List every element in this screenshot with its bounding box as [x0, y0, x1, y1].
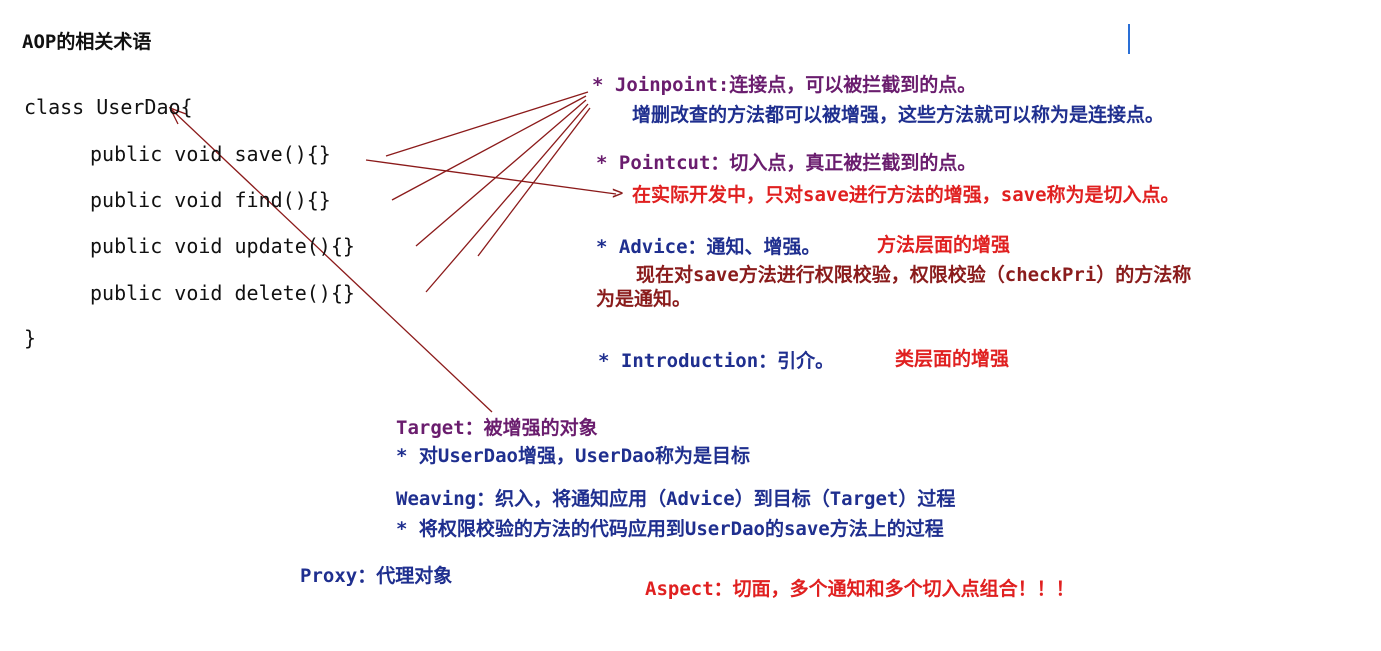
target-note: * 对UserDao增强，UserDao称为是目标	[396, 445, 751, 467]
joinpoint-extra-line	[477, 107, 591, 257]
introduction-term: * Introduction：引介。	[598, 350, 835, 372]
class-close: }	[24, 326, 37, 350]
pointcut-term: * Pointcut：切入点，真正被拦截到的点。	[596, 152, 977, 174]
advice-note-line2: 为是通知。	[596, 288, 692, 310]
save-to-pointcut-line	[365, 159, 617, 195]
weaving-term: Weaving：织入，将通知应用（Advice）到目标（Target）过程	[396, 488, 956, 510]
weaving-note: * 将权限校验的方法的代码应用到UserDao的save方法上的过程	[396, 518, 944, 540]
pointcut-note: 在实际开发中，只对save进行方法的增强，save称为是切入点。	[632, 184, 1180, 206]
advice-label: 方法层面的增强	[877, 234, 1011, 256]
proxy-term: Proxy：代理对象	[300, 565, 453, 587]
method-delete: public void delete(){}	[90, 281, 355, 305]
target-to-userdao-line	[171, 109, 493, 413]
advice-term: * Advice：通知、增强。	[596, 236, 821, 258]
introduction-label: 类层面的增强	[895, 348, 1010, 370]
aspect-term: Aspect：切面，多个通知和多个切入点组合！！！	[645, 578, 1075, 600]
target-term: Target：被增强的对象	[396, 417, 598, 439]
text-cursor-icon	[1128, 24, 1130, 54]
method-find: public void find(){}	[90, 188, 331, 212]
method-update: public void update(){}	[90, 234, 355, 258]
method-save: public void save(){}	[90, 142, 331, 166]
joinpoint-to-update-line	[415, 99, 587, 247]
target-arrowhead	[168, 106, 187, 125]
joinpoint-to-save-line	[385, 91, 589, 157]
class-declaration: class UserDao{	[24, 95, 193, 119]
joinpoint-to-find-line	[391, 95, 587, 201]
pointcut-arrow-icon: >	[612, 182, 624, 204]
joinpoint-term: * Joinpoint:连接点，可以被拦截到的点。	[592, 74, 977, 96]
page-title: AOP的相关术语	[22, 31, 152, 53]
joinpoint-note: 增删改查的方法都可以被增强，这些方法就可以称为是连接点。	[632, 104, 1165, 126]
advice-note-line1: 现在对save方法进行权限校验，权限校验（checkPri）的方法称	[636, 264, 1192, 286]
joinpoint-to-delete-line	[425, 103, 589, 293]
